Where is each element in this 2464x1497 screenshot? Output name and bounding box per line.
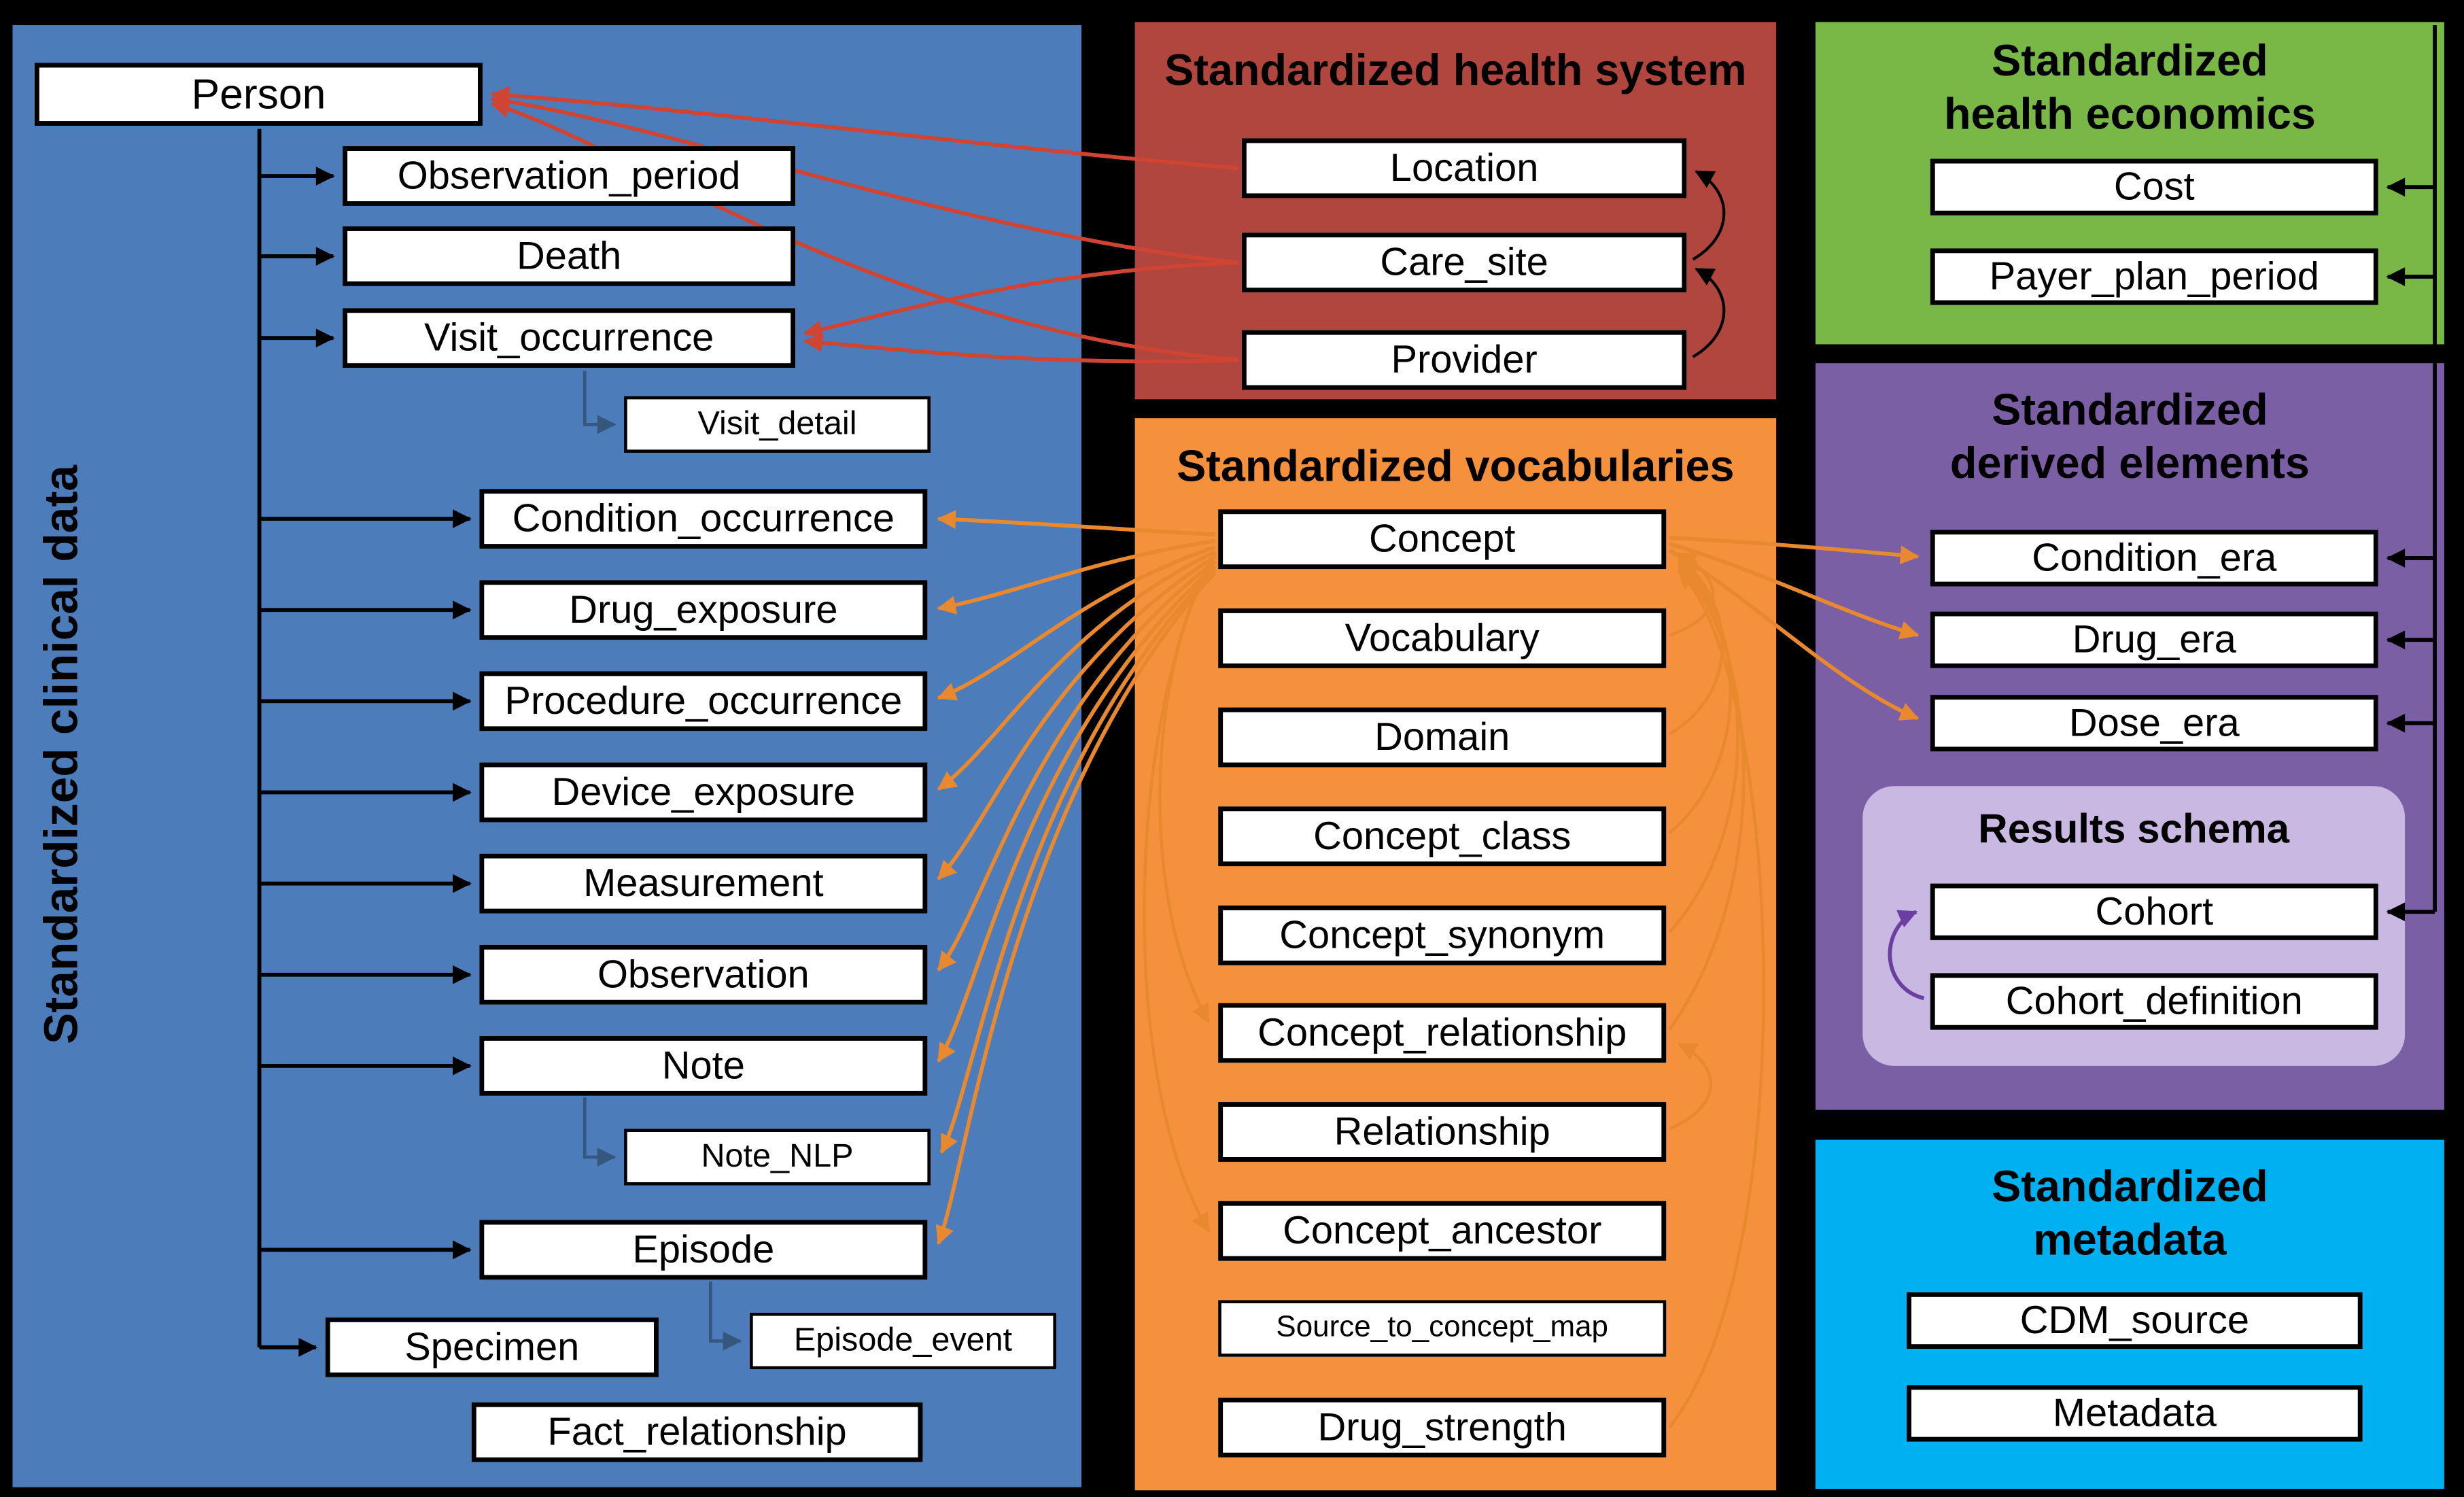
results-schema-title: Results schema: [1978, 805, 2290, 853]
child-table-elbow-arrows: [583, 371, 742, 1351]
health-economics-title-line1: Standardized: [1992, 36, 2268, 85]
vocabulary-internal-arrows: [1143, 551, 1765, 1429]
derived-elements-panel-title: Standardized derived elements: [1816, 383, 2444, 490]
table-box-vocabulary: Vocabulary: [1218, 608, 1667, 668]
table-box-person: Person: [34, 63, 483, 126]
table-box-procedure-occurrence: Procedure_occurrence: [479, 671, 928, 732]
clinical-trunk-arrows: [257, 128, 472, 1357]
table-box-drug-strength: Drug_strength: [1218, 1397, 1667, 1458]
table-box-dose-era: Dose_era: [1930, 695, 2378, 752]
health-system-panel-title: Standardized health system: [1164, 46, 1747, 94]
metadata-title-line2: metadata: [2033, 1215, 2227, 1264]
table-box-payer-plan-period: Payer_plan_period: [1930, 248, 2378, 305]
derived-title-line1: Standardized: [1992, 385, 2268, 434]
table-box-note-nlp: Note_NLP: [624, 1129, 931, 1186]
table-box-concept-class: Concept_class: [1218, 806, 1667, 867]
derived-title-line2: derived elements: [1949, 438, 2310, 487]
concept-to-era-arrows: [1668, 535, 1920, 721]
table-box-concept-synonym: Concept_synonym: [1218, 906, 1667, 965]
table-box-episode-event: Episode_event: [750, 1312, 1056, 1370]
table-box-drug-exposure: Drug_exposure: [479, 580, 928, 640]
table-box-cdm-source: CDM_source: [1907, 1292, 2363, 1349]
table-box-concept: Concept: [1218, 509, 1667, 570]
table-box-fact-relationship: Fact_relationship: [471, 1402, 923, 1462]
health-economics-title-line2: health economics: [1943, 89, 2316, 139]
table-box-episode: Episode: [479, 1220, 928, 1280]
table-box-location: Location: [1241, 138, 1687, 199]
metadata-panel-title: Standardized metadata: [1816, 1160, 2444, 1267]
clinical-panel-title: Standardized clinical data: [36, 464, 88, 1045]
table-box-visit-detail: Visit_detail: [624, 396, 931, 453]
table-box-cost: Cost: [1930, 158, 2378, 216]
table-box-cohort-definition: Cohort_definition: [1930, 973, 2378, 1030]
table-box-source-to-concept-map: Source_to_concept_map: [1218, 1300, 1667, 1357]
table-box-death: Death: [343, 226, 796, 286]
table-box-measurement: Measurement: [479, 853, 928, 914]
table-box-provider: Provider: [1241, 330, 1687, 390]
cohort-definition-arrow: [1888, 910, 1925, 1001]
table-box-drug-era: Drug_era: [1930, 611, 2378, 668]
table-box-condition-era: Condition_era: [1930, 530, 2378, 587]
table-box-observation-period: Observation_period: [343, 146, 796, 206]
health-system-internal-arrows: [1692, 170, 1726, 358]
table-box-device-exposure: Device_exposure: [479, 762, 928, 823]
vocabularies-panel-title: Standardized vocabularies: [1177, 441, 1735, 491]
table-box-relationship: Relationship: [1218, 1102, 1667, 1162]
table-box-specimen: Specimen: [325, 1317, 659, 1377]
table-box-condition-occurrence: Condition_occurrence: [479, 489, 928, 549]
table-box-observation: Observation: [479, 944, 928, 1005]
health-economics-panel-title: Standardized health economics: [1816, 35, 2444, 141]
table-box-domain: Domain: [1218, 707, 1667, 768]
table-box-note: Note: [479, 1035, 928, 1096]
table-box-metadata: Metadata: [1907, 1385, 2363, 1442]
table-box-care-site: Care_site: [1241, 233, 1687, 293]
table-box-concept-relationship: Concept_relationship: [1218, 1003, 1667, 1063]
table-box-cohort: Cohort: [1930, 883, 2378, 940]
right-side-connector-arrows: [2386, 25, 2437, 922]
concept-to-clinical-arrows: [935, 510, 1217, 1245]
table-box-visit-occurrence: Visit_occurrence: [343, 308, 796, 368]
table-box-concept-ancestor: Concept_ancestor: [1218, 1201, 1667, 1261]
metadata-title-line1: Standardized: [1992, 1161, 2268, 1211]
